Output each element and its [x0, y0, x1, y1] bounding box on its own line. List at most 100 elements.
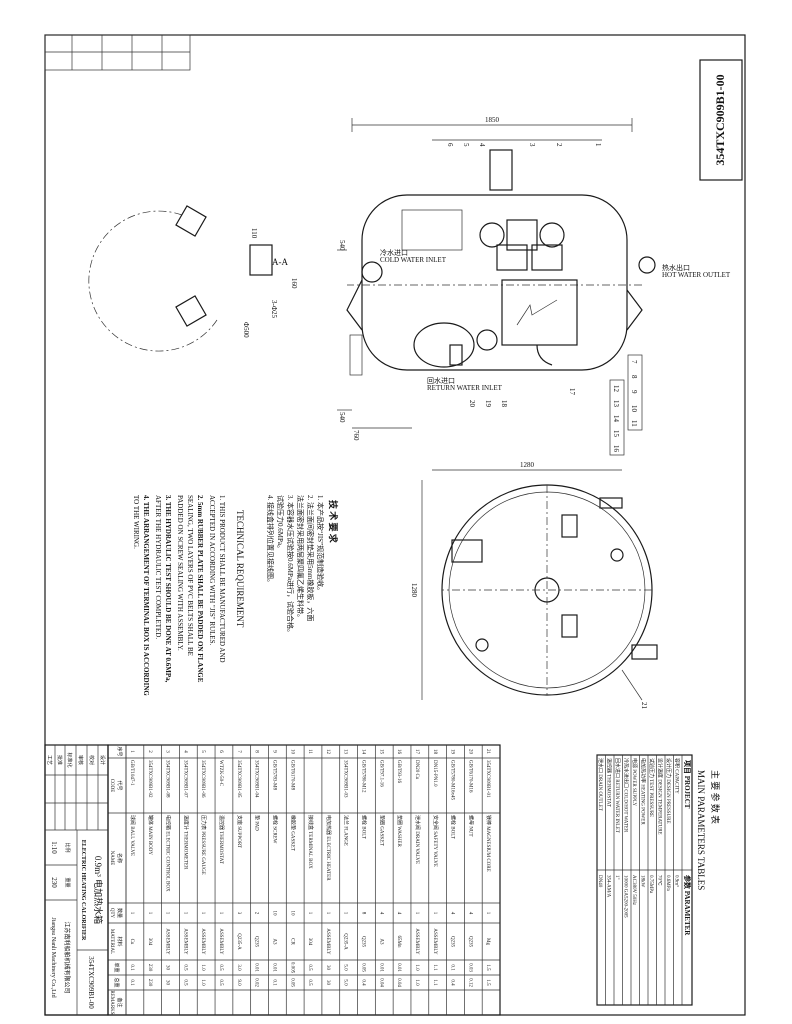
parts-cell-name: 温控器 THERMOSTAT [218, 815, 225, 864]
parts-cell-qty: 1 [165, 912, 170, 915]
return-water-inlet-cn: 回水进口 [427, 376, 455, 385]
parts-cell-code: DN20 Cu [414, 760, 419, 780]
parts-cell-code: DN15-PN1.0 [432, 760, 437, 787]
parts-cell-material: ASSEMBLY [182, 928, 187, 955]
parts-cell-no: 17 [414, 749, 419, 755]
balloon: 3 [528, 143, 536, 147]
balloon: 20 [468, 400, 476, 408]
parts-cell-qty: 1 [485, 912, 490, 915]
param-value: 18kW [640, 875, 645, 888]
parts-cell-code: GB/T6170-M16 [467, 760, 472, 793]
parts-cell-total: 0.12 [467, 978, 472, 987]
parts-cell-no: 9 [271, 750, 276, 753]
parts-cell-total: 0.1 [271, 979, 276, 986]
parts-cell-material: 304 [147, 938, 152, 946]
params-title-cn: 主 要 参 数 表 [710, 770, 721, 824]
parts-cell-no: 8 [254, 750, 259, 753]
parts-cell-total: 0.1 [129, 979, 134, 986]
param-row: 电加热功率 HEATING POWER 18kW [639, 755, 647, 1005]
parts-cell-total: 0.02 [254, 978, 259, 987]
parts-list-header: 序号 代号CODE 名称NAME 数量QTY 材料MATERIAL 单重 总重 … [109, 745, 127, 1015]
parts-cell-material: Mg [485, 938, 490, 945]
end-dim-height: 1280 [410, 583, 418, 598]
parts-cell-material: Q235 [467, 936, 472, 948]
parts-cell-total: 0.4 [450, 979, 455, 986]
param-project: 泄水口 DRAIN OUTLET [597, 758, 604, 811]
balloon: 6 [446, 143, 454, 147]
sign-label: 标准化 [66, 752, 73, 767]
tech-req-cn-line: 4. 接线盒排列位置见接线图。 [266, 495, 275, 586]
parts-cell-no: 18 [432, 749, 437, 755]
header-total-weight: 总重 [113, 977, 120, 987]
parts-cell-code: 354TXC909B1-01 [485, 760, 490, 798]
parts-cell-no: 1 [129, 750, 134, 753]
parts-cell-unit: 0.5 [218, 964, 223, 971]
param-project: 设计温度 DESIGN TEMPERATURE [657, 758, 664, 835]
signature-grid [45, 745, 108, 830]
tech-req-cn-line: 1. 本产品按“JIS”规范制造验收。 [316, 495, 325, 594]
drawing-number-box: 354TXC909B1-00 [699, 59, 743, 181]
parts-cell-no: 11 [307, 749, 312, 754]
params-header-parameter: 参数 PARAMETER [683, 875, 692, 936]
section-dim-c: Φ500 [242, 322, 250, 338]
end-view-balloon: 21 [640, 702, 648, 710]
parts-cell-no: 12 [325, 749, 330, 755]
parts-cell-no: 19 [450, 749, 455, 755]
parts-cell-name: 电控箱 ELECTRIC CONTROL BOX [165, 815, 172, 892]
header-unit-weight: 单重 [113, 962, 120, 972]
balloon: 4 [478, 143, 486, 147]
parts-cell-name: 温度计 THERMOMETER [182, 815, 189, 870]
parts-cell-unit: 0.1 [450, 964, 455, 971]
end-view: 1280 1280 21 [410, 461, 658, 710]
balloon: 13 [612, 400, 620, 408]
parts-cell-total: 0.5 [218, 979, 223, 986]
scale-value: 1:10 [50, 841, 58, 854]
thermostat [506, 219, 538, 251]
vessel-body [361, 194, 628, 371]
balloon: 10 [630, 405, 638, 413]
drawing-number: 354TXC909B1-00 [713, 74, 727, 165]
balloon: 14 [612, 415, 620, 423]
parts-cell-qty: 2 [254, 912, 259, 915]
parts-cell-name: 泄水阀 DRAIN VALVE [414, 815, 421, 864]
parts-cell-material: ASSEMBLY [325, 928, 330, 955]
parts-cell-material: 65Mn [396, 936, 401, 948]
tech-req-en-line: 3. THE HYDRAULIC TEST SHOULD BE DONE AT … [164, 495, 172, 683]
section-a-a: A-A 160 110 Φ500 3-Φ25 [88, 205, 298, 352]
parts-cell-code: WTZK-50-C [218, 760, 223, 787]
parts-cell-name: 垫圈 WASHER [396, 815, 403, 847]
parts-cell-code: GB/T5783-M8 [271, 760, 276, 791]
balloon: 15 [612, 430, 620, 438]
parts-cell-total: 0.5 [182, 979, 187, 986]
parts-cell-code: 354TXC909B1-03 [343, 760, 348, 798]
parts-cell-material: ASSEMBLY [432, 928, 437, 955]
parts-cell-no: 13 [343, 749, 348, 755]
terminal-box [501, 279, 578, 346]
product-name-en: ELECTRIC HEATING CALORIFIER [80, 840, 86, 941]
param-project: 电加热功率 HEATING POWER [640, 758, 647, 825]
parts-cell-name: 球阀 BALL VALVE [129, 815, 136, 856]
parts-cell-name: 支座 SUPPORT [236, 815, 243, 848]
parts-cell-total: 30 [165, 980, 170, 986]
parts-cell-name: 螺母 NUT [467, 815, 474, 837]
parts-cell-material: Cu [129, 939, 134, 945]
balloon: 8 [630, 375, 638, 379]
param-value: 0.9m³ [674, 875, 680, 887]
parts-cell-qty: 10 [271, 911, 276, 917]
param-project: 温控器 THERMOSTAT [606, 758, 613, 807]
parts-cell-unit: 0.1 [129, 964, 134, 971]
parts-cell-code: 354TXC909B1-04 [254, 760, 259, 798]
